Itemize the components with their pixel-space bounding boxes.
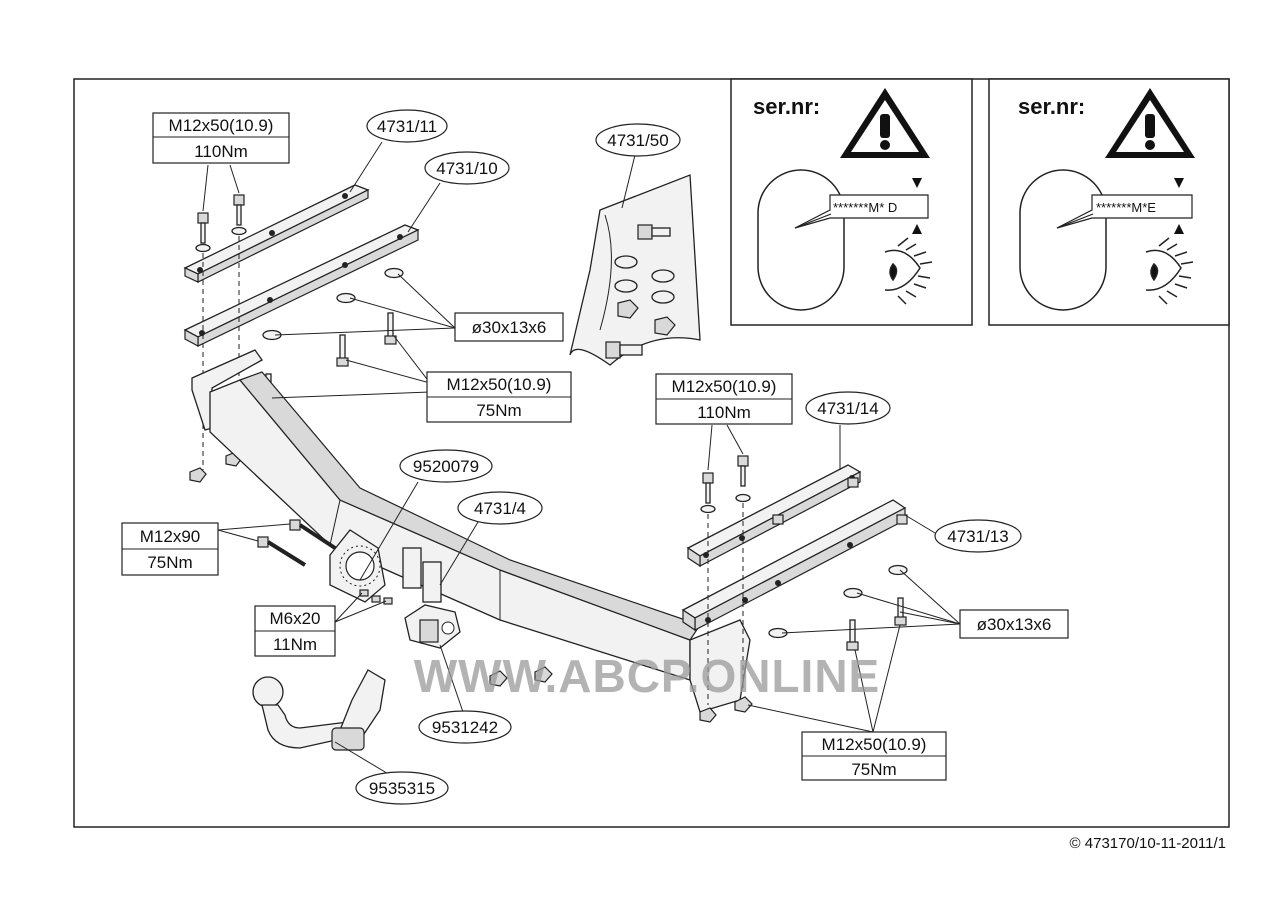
callout-9520079: 9520079 (399, 449, 493, 483)
svg-text:75Nm: 75Nm (851, 760, 896, 779)
spec-box-bolt-mid-left: M12x50(10.9) 75Nm (426, 371, 572, 423)
svg-text:9531242: 9531242 (432, 718, 498, 737)
arrow-up-icon (912, 224, 922, 234)
svg-text:M12x50(10.9): M12x50(10.9) (672, 377, 777, 396)
eye-icon (1145, 237, 1194, 305)
diagram-frame (73, 78, 1230, 828)
arrow-up-icon (1174, 224, 1184, 234)
callout-4731-10: 4731/10 (424, 151, 510, 185)
crossbeam-4731-4 (191, 349, 751, 713)
washer-icon (843, 587, 863, 599)
washer-icon (614, 279, 638, 293)
callout-9535315: 9535315 (355, 771, 449, 805)
svg-text:4731/13: 4731/13 (947, 527, 1008, 546)
washer-icon (651, 290, 675, 304)
washer-icon (614, 255, 638, 269)
socket-plate-9520079 (329, 529, 386, 603)
arrow-down-icon (912, 178, 922, 188)
tow-ball-plate-outline (757, 169, 845, 311)
washer-icon (384, 267, 404, 279)
svg-text:M12x50(10.9): M12x50(10.9) (447, 375, 552, 394)
spec-box-bolt-ball: M12x90 75Nm (121, 522, 219, 576)
warning-icon (1105, 88, 1195, 158)
spec-box-bolt-socket: M6x20 11Nm (254, 605, 336, 657)
nut-icon (489, 670, 508, 687)
svg-text:110Nm: 110Nm (697, 403, 751, 422)
serial-heading: ser.nr: (1018, 94, 1085, 119)
bolt-icon (231, 194, 247, 236)
spec-box-washer-right: ø30x13x6 (959, 609, 1069, 639)
svg-text:ø30x13x6: ø30x13x6 (977, 615, 1052, 634)
svg-text:4731/10: 4731/10 (436, 159, 497, 178)
svg-text:M12x90: M12x90 (140, 527, 200, 546)
callout-4731-14: 4731/14 (805, 391, 891, 425)
serial-code: *******M* D (833, 200, 897, 215)
spec-box-bolt-bottom-right: M12x50(10.9) 75Nm (801, 731, 947, 781)
svg-text:ø30x13x6: ø30x13x6 (472, 318, 547, 337)
serial-code: *******M*E (1096, 200, 1156, 215)
bracket-4731-11 (183, 184, 370, 283)
svg-text:11Nm: 11Nm (273, 635, 317, 654)
svg-text:75Nm: 75Nm (476, 401, 521, 420)
watermark: WWW.ABCP.ONLINE (414, 650, 880, 702)
nut-icon (534, 666, 553, 683)
tow-ball-plate-outline (1019, 169, 1107, 311)
bolt-icon (637, 224, 671, 240)
bolt-icon (605, 341, 643, 359)
nut-icon (654, 316, 676, 336)
serial-heading: ser.nr: (753, 94, 820, 119)
svg-text:4731/11: 4731/11 (377, 117, 437, 136)
svg-text:9520079: 9520079 (413, 457, 479, 476)
bolt-icon (195, 212, 211, 253)
svg-text:4731/14: 4731/14 (817, 399, 878, 418)
copyright-label: © 473170/10-11-2011/1 (1070, 835, 1226, 852)
bolt-icon (336, 334, 349, 367)
arrow-down-icon (1174, 178, 1184, 188)
electric-socket-9531242 (404, 604, 461, 649)
svg-text:4731/50: 4731/50 (607, 131, 668, 150)
eye-icon (884, 237, 933, 305)
callout-4731-50: 4731/50 (595, 123, 681, 157)
mounting-bracket (402, 547, 442, 603)
bolt-icon (257, 536, 307, 567)
svg-text:M12x50(10.9): M12x50(10.9) (822, 735, 927, 754)
callout-9531242: 9531242 (418, 710, 512, 744)
callout-4731-11: 4731/11 (366, 109, 448, 143)
bolt-icon (384, 312, 397, 345)
leader-lines (202, 141, 961, 779)
screw-icon (359, 589, 393, 605)
svg-text:4731/4: 4731/4 (474, 499, 526, 518)
bracket-4731-14 (686, 464, 862, 568)
nut-icon (189, 467, 207, 483)
washer-icon (336, 292, 356, 304)
serial-panel-1: ser.nr: *******M* D (730, 78, 973, 326)
bolt-icon (735, 455, 751, 503)
svg-text:M6x20: M6x20 (269, 609, 320, 628)
spec-box-bolt-top-left: M12x50(10.9) 110Nm (152, 112, 290, 164)
washer-icon (888, 564, 908, 576)
spec-box-washer-left: ø30x13x6 (454, 312, 564, 342)
tow-ball-9535315 (252, 669, 386, 751)
svg-text:9535315: 9535315 (369, 779, 435, 798)
bolt-icon (846, 619, 859, 651)
bracket-4731-13 (681, 499, 908, 632)
nut-icon (699, 707, 717, 723)
serial-panel-2: ser.nr: *******M*E (988, 78, 1230, 326)
bolt-icon (700, 472, 716, 514)
bolt-icon (289, 519, 337, 550)
washer-icon (651, 269, 675, 283)
bracket-4731-10 (183, 224, 420, 348)
nut-icon (617, 299, 639, 319)
nut-icon (734, 696, 753, 713)
instruction-inset-4731-50 (569, 174, 701, 366)
svg-text:110Nm: 110Nm (194, 142, 248, 161)
svg-text:M12x50(10.9): M12x50(10.9) (169, 116, 274, 135)
bolt-icon (894, 597, 907, 626)
callout-4731-13: 4731/13 (934, 519, 1022, 553)
svg-text:75Nm: 75Nm (147, 553, 192, 572)
callout-4731-4: 4731/4 (457, 491, 543, 525)
warning-icon (840, 88, 930, 158)
spec-box-bolt-top-right: M12x50(10.9) 110Nm (655, 373, 793, 425)
